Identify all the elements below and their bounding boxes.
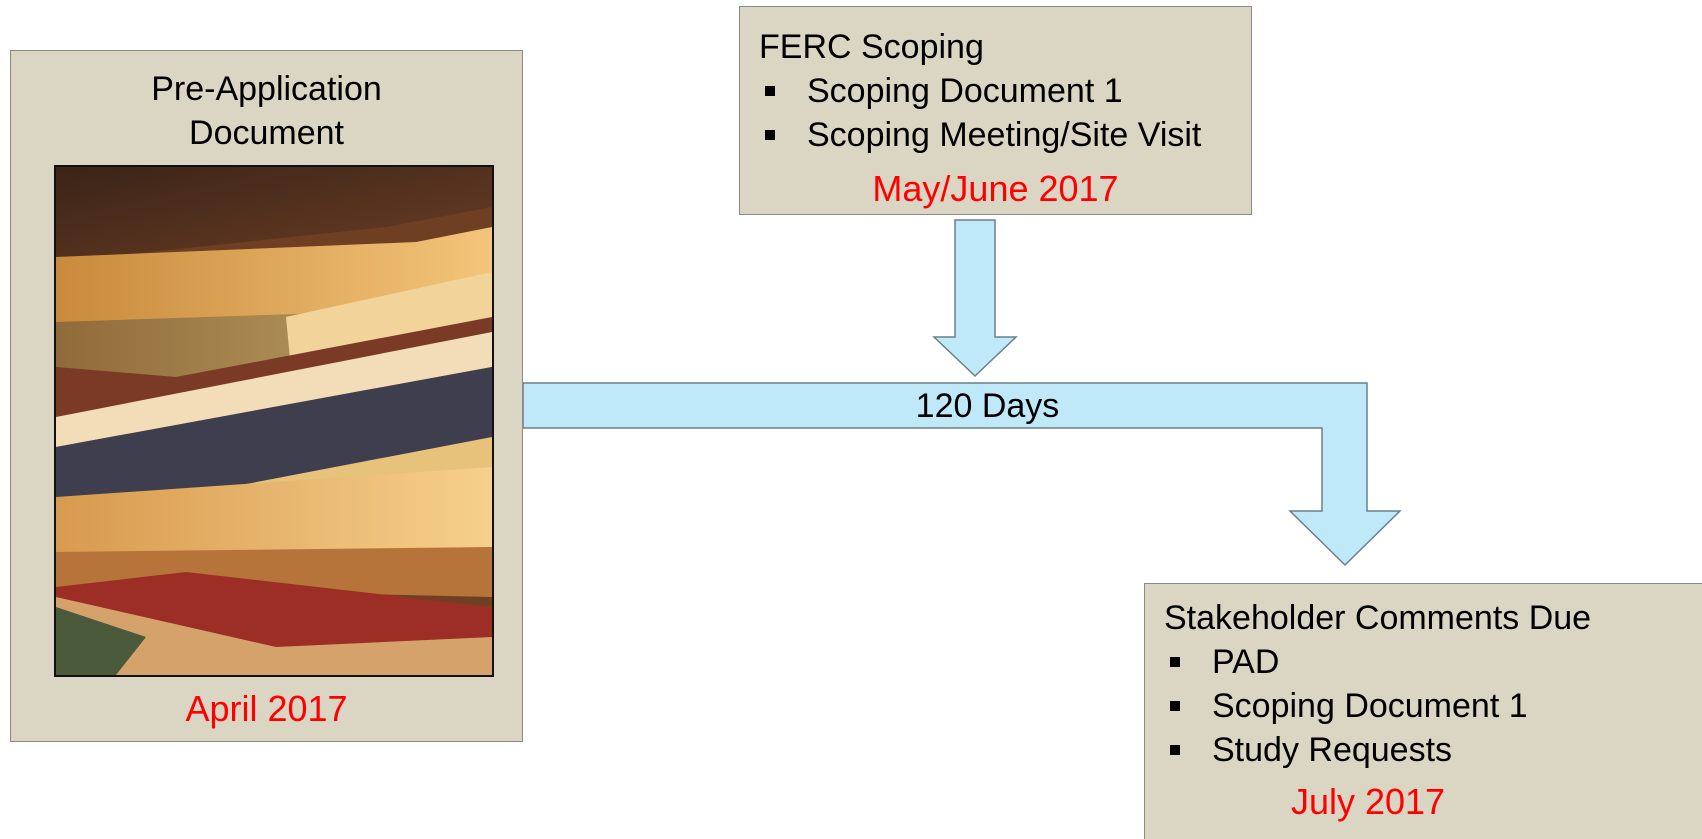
pad-date: April 2017 (185, 688, 348, 729)
timeline-elbow-arrow (522, 382, 1402, 567)
list-item-label: Scoping Document 1 (807, 72, 1123, 110)
stakeholder-date: July 2017 (1290, 781, 1446, 822)
bullet-icon (765, 86, 775, 96)
bullet-icon (765, 130, 775, 140)
down-arrow-ferc (932, 219, 1018, 378)
list-item-label: Scoping Document 1 (1212, 687, 1528, 725)
ferc-scoping-box: FERC Scoping Scoping Document 1 Scoping … (739, 6, 1252, 215)
stakeholder-bullet-list: PAD Scoping Document 1 Study Requests (1164, 640, 1528, 772)
ferc-bullet-list: Scoping Document 1 Scoping Meeting/Site … (759, 69, 1201, 157)
pad-box: Pre-Application Document (10, 50, 523, 742)
duration-label: 120 Days (915, 387, 1060, 425)
list-item: Scoping Document 1 (1164, 684, 1528, 728)
list-item-label: Scoping Meeting/Site Visit (807, 116, 1202, 154)
stakeholder-title: Stakeholder Comments Due (1164, 599, 1592, 637)
pad-title-line1: Pre-Application (151, 70, 382, 108)
list-item: Scoping Document 1 (759, 69, 1201, 113)
list-item: Study Requests (1164, 728, 1528, 772)
pad-title-line2: Document (189, 114, 344, 152)
list-item: Scoping Meeting/Site Visit (759, 113, 1201, 157)
bullet-icon (1170, 701, 1180, 711)
bullet-icon (1170, 745, 1180, 755)
list-item: PAD (1164, 640, 1528, 684)
bullet-icon (1170, 657, 1180, 667)
stakeholder-comments-box: Stakeholder Comments Due PAD Scoping Doc… (1144, 583, 1702, 839)
list-item-label: PAD (1212, 643, 1280, 681)
ferc-title: FERC Scoping (759, 28, 984, 66)
stacked-books-photo (54, 165, 494, 677)
ferc-date: May/June 2017 (872, 168, 1119, 209)
list-item-label: Study Requests (1212, 731, 1453, 769)
pad-title: Pre-Application Document (11, 67, 522, 155)
